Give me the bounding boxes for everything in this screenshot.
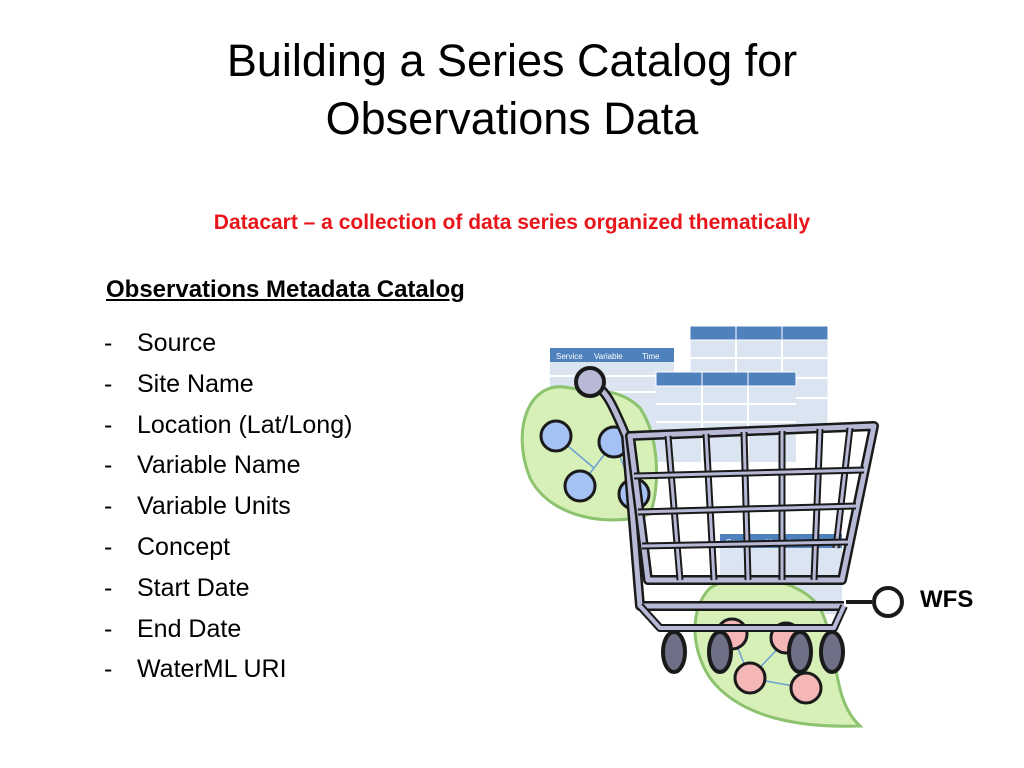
section-heading: Observations Metadata Catalog — [106, 276, 465, 303]
bullet-dash: - — [104, 532, 113, 561]
slide-subtitle: Datacart – a collection of data series o… — [213, 211, 811, 234]
slide-title: Building a Series Catalog for Observatio… — [112, 32, 912, 148]
field-label: Start Date — [137, 573, 250, 602]
bullet-dash: - — [104, 410, 113, 439]
datacart-illustration: Service Variable Time Service Variable — [520, 325, 904, 728]
list-item: -WaterML URI — [104, 650, 352, 691]
field-label: Location (Lat/Long) — [137, 410, 353, 439]
list-item: -Variable Units — [104, 487, 352, 528]
bullet-dash: - — [104, 614, 113, 643]
list-item: -Location (Lat/Long) — [104, 406, 352, 447]
metadata-field-list: -Source -Site Name -Location (Lat/Long) … — [104, 324, 352, 691]
bullet-dash: - — [104, 451, 113, 480]
list-item: -Concept — [104, 528, 352, 569]
title-line-1: Building a Series Catalog for — [226, 35, 798, 86]
field-label: WaterML URI — [137, 655, 287, 684]
title-line-2: Observations Data — [325, 93, 699, 144]
bullet-dash: - — [104, 492, 113, 521]
shopping-cart-icon — [574, 366, 879, 674]
bullet-dash: - — [104, 329, 113, 357]
list-item: -End Date — [104, 610, 352, 651]
list-item: -Variable Name — [104, 446, 352, 487]
list-item: -Start Date — [104, 569, 352, 610]
field-label: Variable Name — [137, 451, 301, 480]
list-item: -Source — [104, 324, 352, 365]
field-label: Concept — [137, 532, 231, 561]
bullet-dash: - — [104, 573, 113, 602]
field-label: Source — [137, 329, 217, 357]
metadata-table-middle — [655, 371, 797, 462]
bullet-dash: - — [104, 369, 113, 398]
table-header-time: Time — [642, 352, 660, 361]
list-item: -Site Name — [104, 365, 352, 406]
table-header-service: Service — [556, 352, 583, 361]
wfs-connector — [846, 586, 904, 618]
field-label: Site Name — [137, 369, 254, 398]
bullet-dash: - — [104, 655, 113, 684]
field-label: Variable Units — [137, 492, 291, 521]
field-label: End Date — [137, 614, 242, 643]
table-header-variable: Variable — [594, 352, 623, 361]
wfs-label: WFS — [920, 586, 974, 613]
